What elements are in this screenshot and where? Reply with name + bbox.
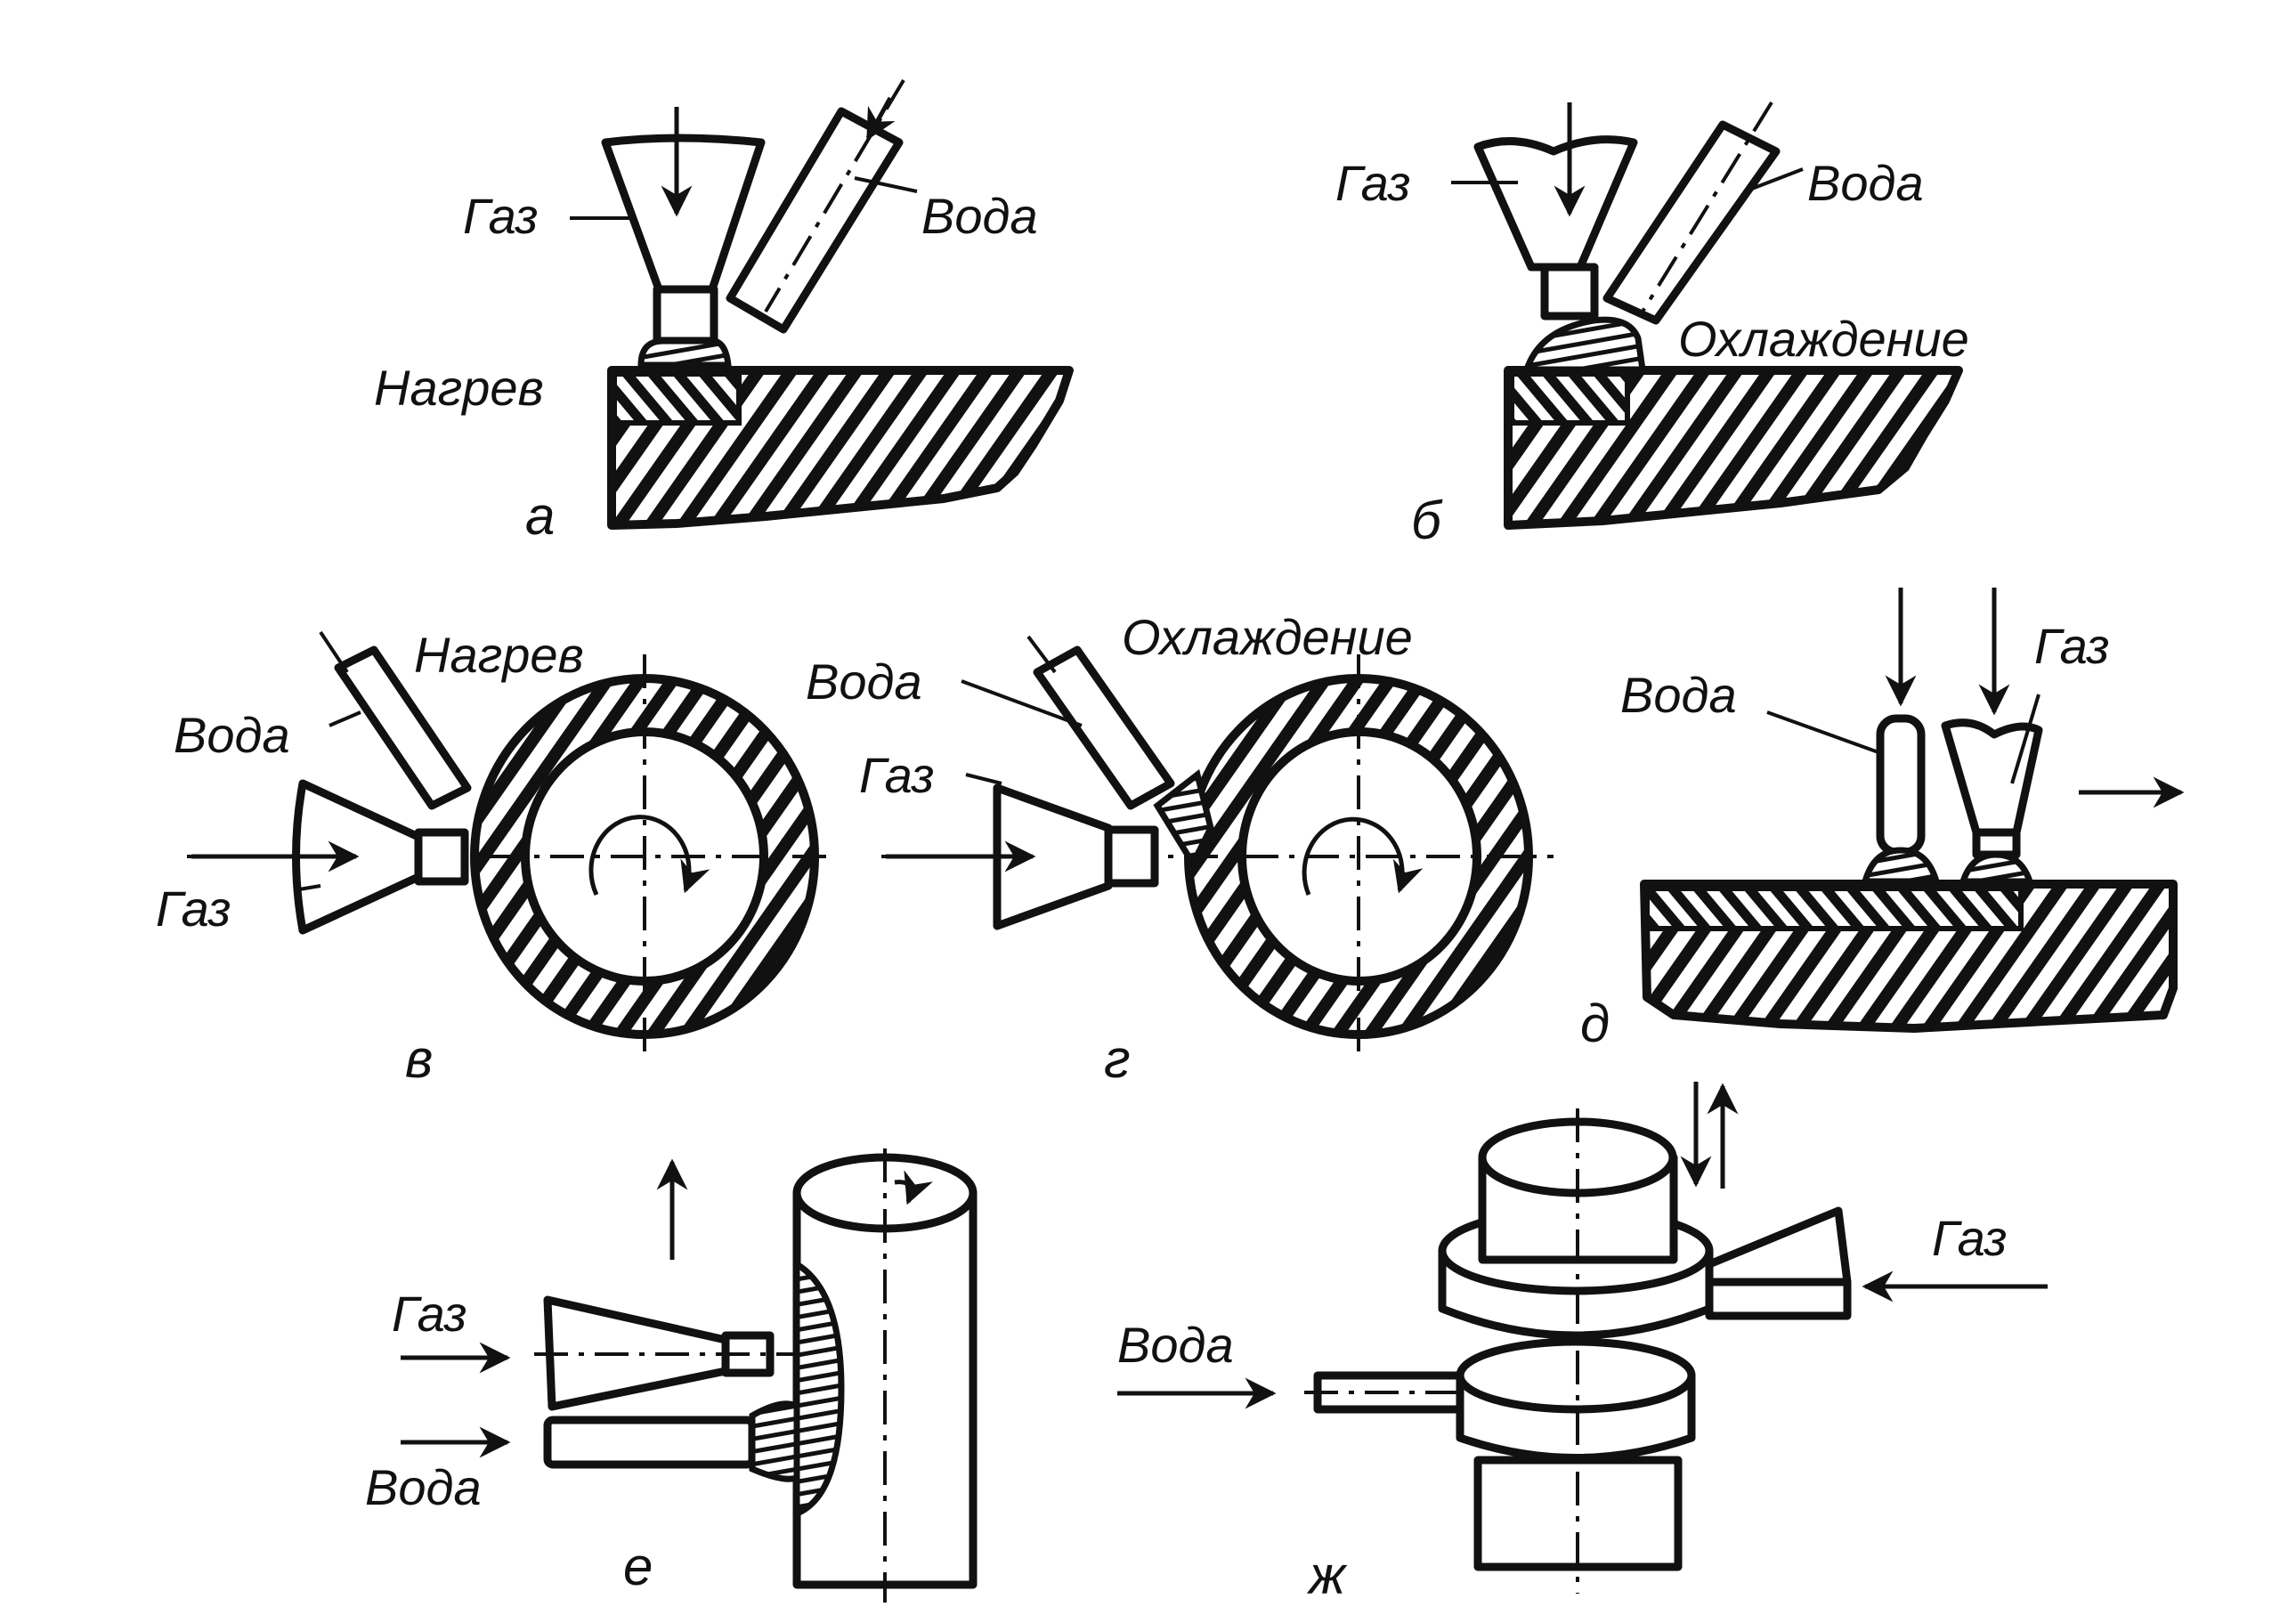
water-pipe — [1304, 1371, 1464, 1414]
label-gas: Газ — [859, 747, 935, 803]
water-sprayer — [543, 1400, 800, 1482]
label-gas: Газ — [156, 881, 231, 937]
label-cooling: Охлаждение — [1678, 311, 1969, 367]
water-leader — [329, 710, 361, 727]
label-cooling: Охлаждение — [1122, 609, 1413, 665]
label-water: Вода — [921, 188, 1038, 244]
panel-b: Газ Вода Охлаждение б — [1335, 101, 1969, 550]
panel-a: Газ Вода Нагрев а — [374, 78, 1074, 546]
gas-torch-nozzle — [1941, 588, 2043, 885]
label-gas: Газ — [1335, 155, 1411, 211]
panel-caption: ж — [1306, 1546, 1348, 1605]
cooling-spray — [1522, 316, 1647, 373]
gas-torch-nozzle — [601, 107, 766, 369]
workpiece-plate — [1640, 880, 2178, 1033]
water-sprayer — [319, 630, 472, 810]
water-leader — [1766, 710, 1879, 754]
gas-leader — [2010, 694, 2040, 784]
gas-leader — [965, 773, 1002, 785]
workpiece-block — [1504, 366, 1963, 530]
label-heating: Нагрев — [414, 627, 584, 683]
label-gas: Газ — [2034, 618, 2110, 674]
panel-zh: Газ Вода ж — [1117, 1082, 2048, 1605]
water-sprayer — [1026, 635, 1214, 871]
panel-caption: г — [1104, 1029, 1131, 1089]
gas-inductor-nozzle — [1705, 1206, 1852, 1320]
water-leader — [961, 679, 1083, 727]
panel-caption: е — [623, 1537, 653, 1596]
panel-caption: б — [1411, 491, 1443, 550]
rotation-arrow — [894, 1170, 933, 1205]
cooling-spray — [1153, 768, 1214, 871]
hardened-zone — [793, 1258, 845, 1519]
panel-d: Вода Газ д — [1580, 588, 2185, 1053]
label-gas: Газ — [463, 188, 539, 244]
label-water: Вода — [1620, 667, 1737, 723]
panel-caption: в — [405, 1029, 433, 1089]
water-sprayer — [1861, 588, 1941, 885]
rotation-arrow — [588, 815, 710, 897]
label-water: Вода — [806, 653, 922, 710]
label-water: Вода — [365, 1459, 482, 1515]
panel-caption: а — [525, 486, 555, 546]
workpiece-block — [607, 366, 1074, 530]
hollow-shaft-section — [187, 654, 837, 1055]
gas-leader — [293, 884, 321, 892]
gas-torch-nozzle — [886, 783, 1159, 930]
panel-g: Охлаждение Вода Газ г — [806, 609, 1554, 1089]
gas-torch-nozzle — [191, 779, 469, 935]
label-water: Вода — [1117, 1317, 1234, 1373]
rotation-arrow — [1302, 816, 1424, 896]
gas-torch-nozzle — [1473, 102, 1638, 321]
shaft-cylinder — [1438, 1108, 1714, 1594]
panel-v: Нагрев Вода Газ в — [156, 627, 837, 1089]
water-sprayer — [726, 78, 905, 334]
water-leader — [1744, 167, 1804, 193]
label-water: Вода — [1807, 155, 1924, 211]
label-heating: Нагрев — [374, 360, 544, 416]
panel-e: Газ Вода е — [365, 1148, 978, 1603]
panel-caption: д — [1580, 994, 1610, 1053]
hollow-shaft-section — [881, 654, 1554, 1055]
water-sprayer — [1522, 101, 1781, 373]
label-water: Вода — [174, 707, 290, 763]
label-gas: Газ — [1932, 1210, 2008, 1266]
water-leader — [854, 176, 918, 193]
label-gas: Газ — [392, 1286, 467, 1342]
gas-torch-nozzle — [534, 1295, 797, 1411]
shaft-cylinder — [792, 1148, 978, 1603]
